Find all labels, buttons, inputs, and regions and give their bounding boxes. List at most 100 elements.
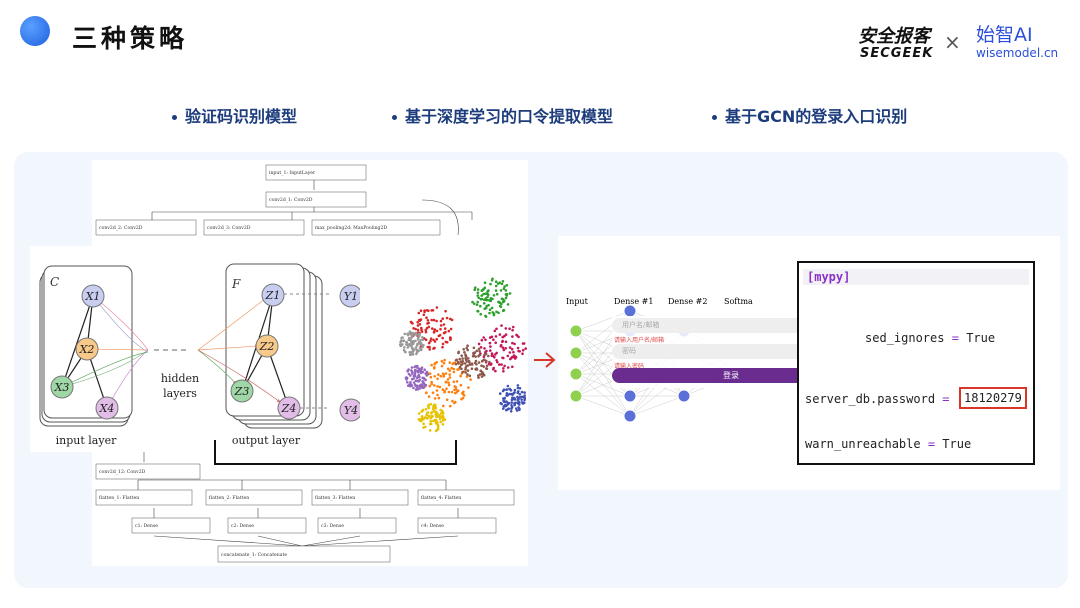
scatter-point: [497, 300, 500, 304]
scatter-point: [433, 397, 437, 400]
scatter-point: [490, 335, 494, 339]
scatter-point: [447, 390, 451, 394]
scatter-point: [416, 321, 419, 324]
node-z4: [277, 396, 301, 420]
scatter-point: [507, 407, 510, 410]
scatter-point: [413, 373, 417, 377]
scatter-point: [428, 384, 431, 388]
username-input[interactable]: 用户名/邮箱: [612, 318, 848, 333]
password-input[interactable]: 密码: [612, 344, 848, 359]
scatter-point: [438, 385, 442, 389]
scatter-point: [408, 330, 412, 333]
scatter-point: [465, 346, 468, 350]
scatter-point: [475, 349, 479, 353]
scatter-point: [491, 277, 494, 281]
scatter-point: [482, 287, 485, 291]
scatter-point: [437, 334, 441, 338]
scatter-point: [438, 414, 441, 417]
node-y1-label: Y1: [344, 290, 358, 303]
nn-edge: [575, 395, 631, 417]
scatter-point: [403, 332, 407, 336]
scatter-point: [444, 372, 448, 375]
scatter-point: [511, 335, 514, 338]
scatter-point: [408, 383, 411, 386]
scatter-point: [466, 369, 470, 372]
scatter-point: [466, 364, 470, 367]
scatter-point: [404, 350, 407, 354]
bullet-dot-icon: [712, 115, 717, 120]
scatter-point: [433, 362, 436, 366]
scatter-point: [515, 409, 519, 412]
layer-label: conv2d_1: Conv2D: [269, 197, 313, 203]
node-z3-label: Z3: [234, 385, 250, 398]
scatter-point: [458, 365, 462, 369]
scatter-point: [464, 371, 467, 374]
scatter-point: [428, 372, 432, 376]
scatter-point: [517, 335, 520, 339]
scatter-point: [428, 429, 432, 432]
wisemodel-logo-en: wisemodel.cn: [976, 46, 1059, 60]
scatter-point: [501, 339, 504, 343]
scatter-point: [431, 391, 435, 394]
scatter-point: [476, 294, 479, 297]
scatter-point: [452, 367, 456, 371]
scatter-point: [498, 392, 502, 395]
scatter-point: [429, 339, 432, 343]
scatter-point: [453, 385, 457, 388]
scatter-point: [508, 387, 512, 391]
scatter-point: [505, 284, 509, 287]
scatter-point: [410, 336, 413, 339]
layer-label: conv2d_2: Conv2D: [99, 225, 143, 231]
scatter-point: [421, 338, 425, 342]
scatter-point: [504, 333, 508, 336]
scatter-point: [495, 359, 498, 362]
node-x2-label: X2: [79, 343, 95, 356]
scatter-point: [517, 398, 520, 401]
scatter-point: [466, 373, 469, 376]
scatter-point: [413, 371, 417, 375]
scatter-point: [442, 331, 446, 335]
scatter-point: [511, 328, 514, 332]
scatter-point: [500, 363, 503, 366]
scatter-point: [412, 386, 415, 390]
scatter-point: [516, 395, 519, 399]
scatter-point: [441, 345, 444, 349]
scatter-point: [498, 363, 501, 366]
scatter-point: [489, 345, 492, 348]
scatter-point: [422, 313, 426, 317]
scatter-point: [508, 346, 512, 349]
scatter-point: [426, 411, 430, 414]
scatter-point: [485, 364, 489, 368]
scatter-point: [508, 351, 512, 354]
scatter-point: [447, 383, 451, 387]
scatter-point: [502, 407, 505, 410]
scatter-point: [495, 310, 498, 314]
scatter-point: [433, 328, 437, 331]
scatter-point: [474, 359, 478, 363]
scatter-point: [482, 292, 485, 296]
scatter-point: [416, 388, 420, 391]
scatter-point: [506, 394, 509, 397]
scatter-point: [415, 351, 419, 354]
scatter-point: [449, 338, 452, 341]
scatter-point: [502, 399, 505, 403]
scatter-point: [491, 311, 494, 314]
scatter-point: [416, 366, 419, 370]
login-button[interactable]: 登录: [612, 368, 850, 383]
scatter-point: [407, 372, 411, 376]
scatter-point: [437, 396, 441, 400]
scatter-point: [448, 373, 451, 376]
scatter-point: [467, 386, 470, 389]
config-line-unreachable: warn_unreachable = True: [805, 437, 972, 451]
scatter-point: [406, 346, 410, 349]
bullet-captcha: 验证码识别模型: [172, 103, 297, 127]
scatter-point: [400, 339, 403, 342]
extracted-password-highlight: 18120279: [959, 387, 1027, 409]
scatter-point: [484, 338, 487, 342]
scatter-point: [480, 294, 483, 297]
logo-separator: ×: [944, 30, 961, 54]
scatter-point: [494, 280, 498, 283]
scatter-point: [446, 367, 450, 371]
scatter-point: [485, 367, 489, 370]
scatter-point: [500, 324, 503, 327]
